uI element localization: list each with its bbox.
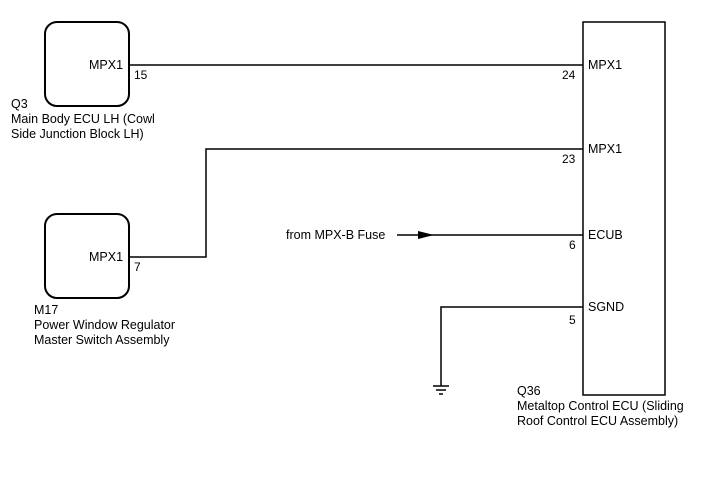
m17-connector-box: [44, 213, 130, 299]
fuse-source-label: from MPX-B Fuse: [286, 228, 386, 242]
m17-pin-signal: MPX1: [89, 250, 124, 264]
q36-name-line1: Metaltop Control ECU (Sliding: [517, 399, 684, 413]
q3-pin-number: 15: [134, 68, 148, 82]
q36-pin-signal: ECUB: [588, 228, 623, 242]
wire-sgnd-to-ground: [440, 306, 583, 386]
q36-pin-signal: MPX1: [588, 58, 623, 72]
q36-name-line2: Roof Control ECU Assembly): [517, 414, 679, 428]
q3-name-line1: Main Body ECU LH (Cowl: [11, 112, 155, 126]
q36-pin-number: 5: [569, 313, 576, 327]
q36-pin-number: 23: [562, 152, 576, 166]
q3-connector-box: [44, 21, 130, 107]
q36-pin-signal: SGND: [588, 300, 625, 314]
q36-pin-signal: MPX1: [588, 142, 623, 156]
wire-mpx1-m17-to-q36: [129, 148, 583, 258]
m17-pin-number: 7: [134, 260, 141, 274]
q36-pin-number: 6: [569, 238, 576, 252]
q36-ecu-box: [582, 21, 666, 396]
m17-name-line2: Master Switch Assembly: [34, 333, 170, 347]
q3-name-line2: Side Junction Block LH): [11, 127, 144, 141]
ground-icon: [433, 385, 449, 395]
m17-code: M17: [34, 303, 59, 317]
q3-pin-signal: MPX1: [89, 58, 124, 72]
q3-code: Q3: [11, 97, 28, 111]
m17-name-line1: Power Window Regulator: [34, 318, 176, 332]
q36-code: Q36: [517, 384, 541, 398]
q36-pin-number: 24: [562, 68, 576, 82]
arrow-icon: [418, 231, 434, 239]
